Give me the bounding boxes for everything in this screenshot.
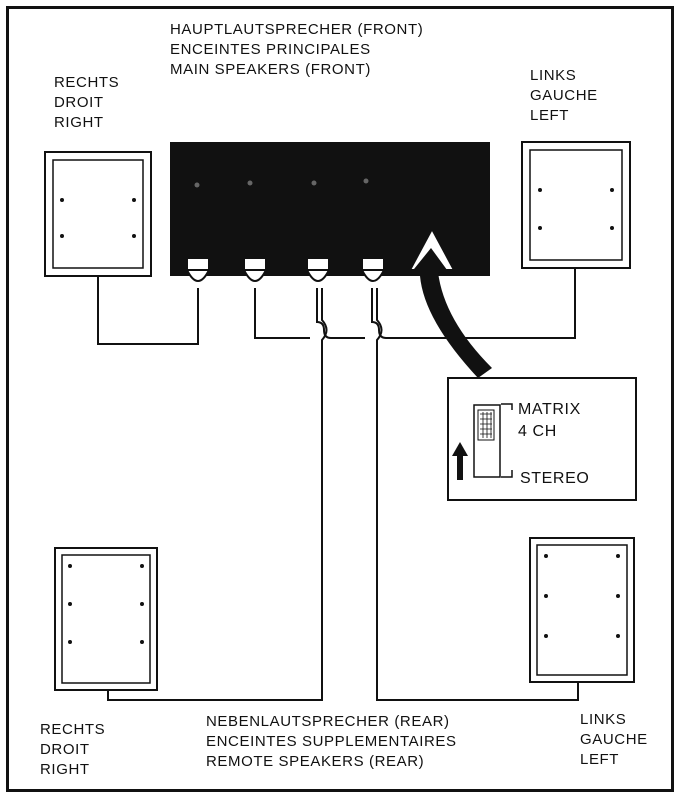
- rear-speakers-title: NEBENLAUTSPRECHER (REAR) ENCEINTES SUPPL…: [206, 712, 457, 772]
- speaker-rear-right: [54, 547, 158, 691]
- speaker-rear-left: [529, 537, 635, 683]
- front-right-de: RECHTS: [54, 74, 120, 91]
- rear-right-en: RIGHT: [40, 761, 90, 778]
- rear-right-label: RECHTS DROIT RIGHT: [40, 720, 105, 780]
- front-title-de: HAUPTLAUTSPRECHER (FRONT): [170, 21, 424, 38]
- rear-left-fr: GAUCHE: [580, 731, 648, 748]
- front-left-en: LEFT: [530, 107, 570, 124]
- front-left-label: LINKS GAUCHE LEFT: [530, 66, 598, 126]
- front-title-en: MAIN SPEAKERS (FRONT): [170, 61, 371, 78]
- front-left-de: LINKS: [530, 67, 577, 84]
- front-left-fr: GAUCHE: [530, 87, 598, 104]
- speaker-wires: [97, 268, 579, 701]
- front-right-fr: DROIT: [54, 94, 104, 111]
- switch-matrix-text: MATRIX: [518, 401, 581, 418]
- rear-left-de: LINKS: [580, 711, 627, 728]
- rear-title-en: REMOTE SPEAKERS (REAR): [206, 753, 425, 770]
- rear-title-fr: ENCEINTES SUPPLEMENTAIRES: [206, 733, 457, 750]
- front-right-label: RECHTS DROIT RIGHT: [54, 73, 119, 133]
- switch-detail-box: [447, 377, 637, 501]
- rear-right-fr: DROIT: [40, 741, 90, 758]
- speaker-plugs: [185, 244, 386, 282]
- switch-stereo-label: STEREO: [520, 470, 590, 487]
- speaker-front-left: [521, 141, 631, 269]
- switch-matrix-label: MATRIX 4 CH: [518, 399, 581, 443]
- panel-sockets: [194, 178, 369, 188]
- rear-right-de: RECHTS: [40, 721, 106, 738]
- front-right-en: RIGHT: [54, 114, 104, 131]
- rear-title-de: NEBENLAUTSPRECHER (REAR): [206, 713, 450, 730]
- rear-left-en: LEFT: [580, 751, 620, 768]
- curved-arrow: [410, 248, 492, 378]
- front-title-fr: ENCEINTES PRINCIPALES: [170, 41, 371, 58]
- rear-left-label: LINKS GAUCHE LEFT: [580, 710, 648, 770]
- diagram-frame: [6, 6, 674, 792]
- switch-4ch-text: 4 CH: [518, 423, 557, 440]
- front-speakers-title: HAUPTLAUTSPRECHER (FRONT) ENCEINTES PRIN…: [170, 20, 423, 80]
- speaker-front-right: [44, 151, 152, 277]
